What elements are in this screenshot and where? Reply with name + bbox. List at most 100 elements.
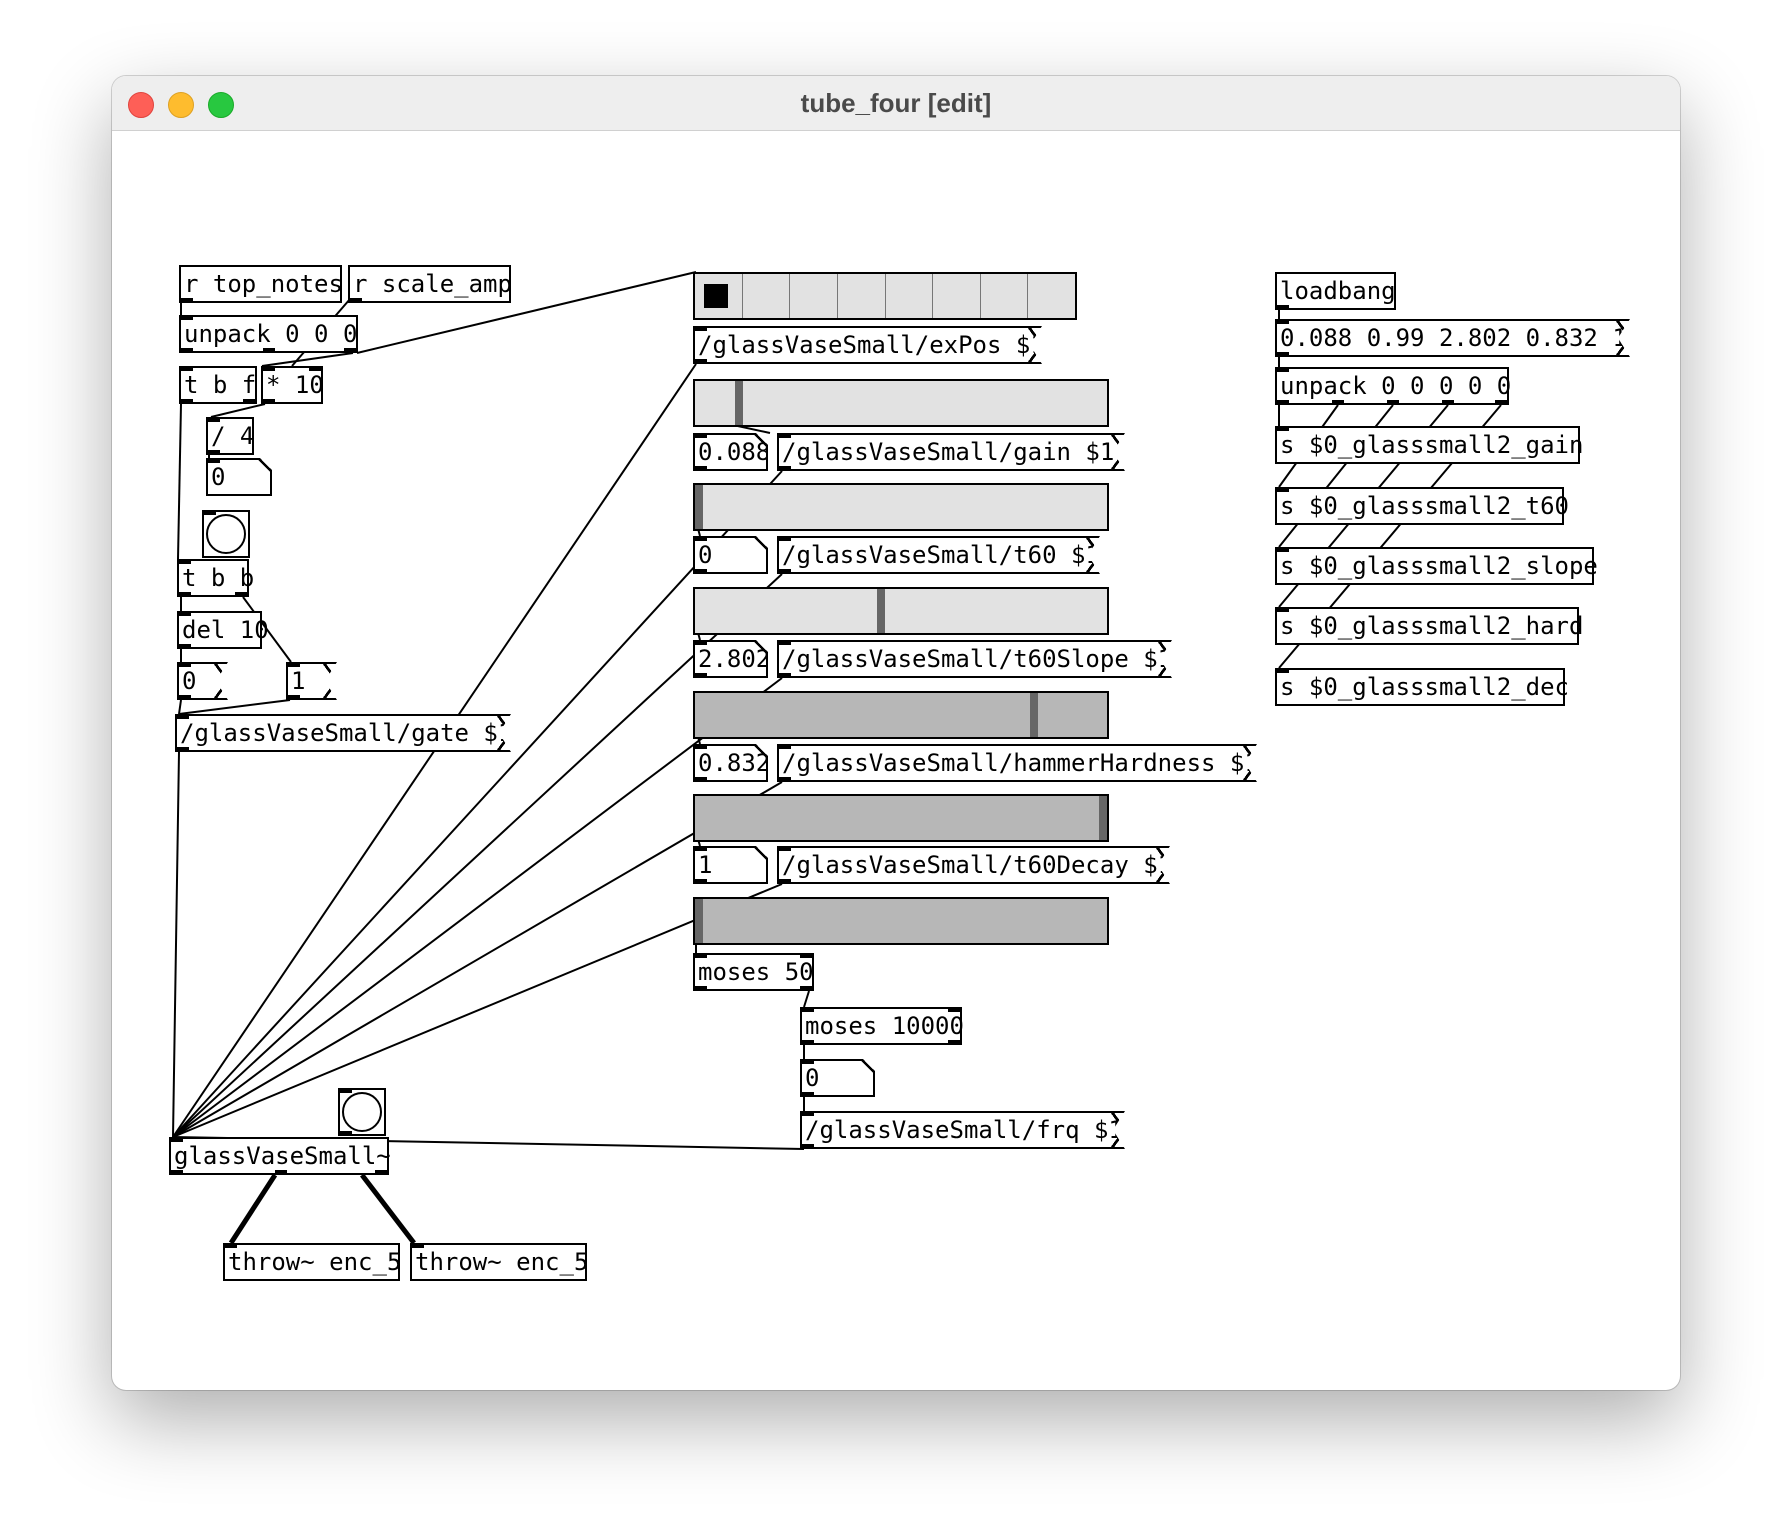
hammer-hardness-message-label: /glassVaseSmall/hammerHardness $1 [782, 749, 1259, 777]
glassvase-small-object[interactable]: glassVaseSmall~ [169, 1137, 391, 1175]
expos-message[interactable]: /glassVaseSmall/exPos $1 [693, 326, 1042, 364]
patch-cord [356, 271, 697, 354]
throw-left-label: throw~ enc_5 [228, 1248, 402, 1276]
trigger-bang-bang-label: t b b [182, 564, 255, 592]
slope-number-value: 2.802 [698, 645, 771, 673]
send-slope-object[interactable]: s $0_glasssmall2_slope [1275, 547, 1598, 585]
zoom-window-button[interactable] [208, 92, 234, 118]
hammer-slider[interactable] [693, 794, 1109, 842]
window-title: tube_four [edit] [800, 88, 992, 118]
patch-cord [210, 403, 266, 418]
t60decay-message[interactable]: /glassVaseSmall/t60Decay $1 [777, 846, 1170, 884]
send-dec-label: s $0_glasssmall2_dec [1280, 673, 1569, 701]
patch-window: tube_four [edit] r top_notes r scale_amp… [112, 76, 1680, 1390]
unpack-five-object[interactable]: unpack 0 0 0 0 0 [1275, 367, 1512, 405]
hammer-hardness-message[interactable]: /glassVaseSmall/hammerHardness $1 [777, 744, 1257, 782]
gain-slider[interactable] [693, 483, 1109, 531]
send-t60-object[interactable]: s $0_glasssmall2_t60 [1275, 487, 1569, 525]
patch-canvas[interactable]: r top_notes r scale_amp unpack 0 0 0 t b… [112, 131, 1680, 1390]
multiply-ten-object[interactable]: * 10 [261, 366, 324, 404]
slider-knob[interactable] [1099, 796, 1107, 840]
unpack-three-object[interactable]: unpack 0 0 0 [179, 315, 358, 353]
gate-message[interactable]: /glassVaseSmall/gate $1 [175, 714, 511, 752]
unpack-five-label: unpack 0 0 0 0 0 [1280, 372, 1512, 400]
t60-message[interactable]: /glassVaseSmall/t60 $1 [777, 536, 1100, 574]
patch-cord [172, 470, 783, 1138]
radio-cell[interactable] [1028, 274, 1075, 318]
throw-right-label: throw~ enc_5 [415, 1248, 589, 1276]
unpack-three-label: unpack 0 0 0 [184, 320, 358, 348]
patch-cord [172, 781, 783, 1138]
patch-cord [172, 677, 783, 1138]
trigger-bang-button[interactable] [202, 510, 250, 558]
output-bang-button[interactable] [338, 1088, 386, 1136]
moses-ten-thousand-object[interactable]: moses 10000 [800, 1007, 964, 1045]
expos-slider[interactable] [693, 379, 1109, 427]
t60-slider[interactable] [693, 587, 1109, 635]
gain-number[interactable]: 0.088 [693, 433, 768, 471]
send-hard-object[interactable]: s $0_glasssmall2_hard [1275, 607, 1583, 645]
receive-top-notes[interactable]: r top_notes [179, 265, 343, 303]
bang-circle-icon [342, 1092, 382, 1132]
decay-number[interactable]: 1 [693, 846, 768, 884]
patch-cord [172, 573, 783, 1138]
close-window-button[interactable] [128, 92, 154, 118]
expos-radio-selector[interactable] [693, 272, 1077, 320]
slope-slider[interactable] [693, 691, 1109, 739]
delay-object[interactable]: del 10 [177, 611, 269, 649]
send-slope-label: s $0_glasssmall2_slope [1280, 552, 1598, 580]
slider-knob[interactable] [877, 589, 885, 633]
radio-cell[interactable] [743, 274, 791, 318]
slider-knob[interactable] [695, 899, 703, 943]
patch-cord [803, 990, 810, 1008]
throw-right-object[interactable]: throw~ enc_5 [410, 1243, 589, 1281]
t60-message-label: /glassVaseSmall/t60 $1 [782, 541, 1100, 569]
radio-cell[interactable] [695, 274, 743, 318]
t60-number[interactable]: 0 [693, 536, 768, 574]
loadbang-object[interactable]: loadbang [1275, 272, 1396, 310]
zero-message-label: 0 [182, 667, 197, 695]
frq-number-value: 0 [805, 1064, 820, 1092]
patch-cord [178, 699, 291, 715]
receive-top-notes-label: r top_notes [184, 270, 343, 298]
send-gain-object[interactable]: s $0_glasssmall2_gain [1275, 426, 1583, 464]
one-message[interactable]: 1 [286, 662, 337, 700]
moses-fifty-object[interactable]: moses 50 [693, 953, 814, 991]
radio-cell[interactable] [933, 274, 981, 318]
frq-message[interactable]: /glassVaseSmall/frq $1 [800, 1111, 1125, 1149]
gain-message[interactable]: /glassVaseSmall/gain $1 [777, 433, 1125, 471]
radio-cell[interactable] [981, 274, 1029, 318]
send-dec-object[interactable]: s $0_glasssmall2_dec [1275, 668, 1569, 706]
minimize-window-button[interactable] [168, 92, 194, 118]
hammer-number[interactable]: 0.832 [693, 744, 768, 782]
hammer-number-value: 0.832 [698, 749, 771, 777]
divide-result-number[interactable]: 0 [206, 458, 272, 496]
t60slope-message-label: /glassVaseSmall/t60Slope $1 [782, 645, 1173, 673]
decay-slider[interactable] [693, 897, 1109, 945]
radio-cell[interactable] [790, 274, 838, 318]
init-list-message[interactable]: 0.088 0.99 2.802 0.832 1 [1275, 319, 1630, 357]
send-t60-label: s $0_glasssmall2_t60 [1280, 492, 1569, 520]
glassvase-small-label: glassVaseSmall~ [174, 1142, 391, 1170]
slider-knob[interactable] [695, 485, 703, 529]
signal-cord [228, 1173, 278, 1245]
t60slope-message[interactable]: /glassVaseSmall/t60Slope $1 [777, 640, 1172, 678]
moses-ten-thousand-label: moses 10000 [805, 1012, 964, 1040]
trigger-bang-float[interactable]: t b f [179, 366, 257, 404]
frq-number[interactable]: 0 [800, 1059, 875, 1097]
slider-knob[interactable] [1030, 693, 1038, 737]
signal-cord [360, 1173, 416, 1245]
bang-circle-icon [206, 514, 246, 554]
one-message-label: 1 [291, 667, 306, 695]
radio-cell[interactable] [886, 274, 934, 318]
trigger-bang-float-label: t b f [184, 371, 257, 399]
trigger-bang-bang[interactable]: t b b [177, 559, 254, 597]
slider-knob[interactable] [735, 381, 743, 425]
slope-number[interactable]: 2.802 [693, 640, 768, 678]
title-bar[interactable]: tube_four [edit] [112, 76, 1680, 131]
throw-left-object[interactable]: throw~ enc_5 [223, 1243, 402, 1281]
radio-cell[interactable] [838, 274, 886, 318]
patch-cord [242, 596, 292, 663]
receive-scale-amp[interactable]: r scale_amp [348, 265, 512, 303]
divide-four-object[interactable]: / 4 [206, 417, 254, 455]
